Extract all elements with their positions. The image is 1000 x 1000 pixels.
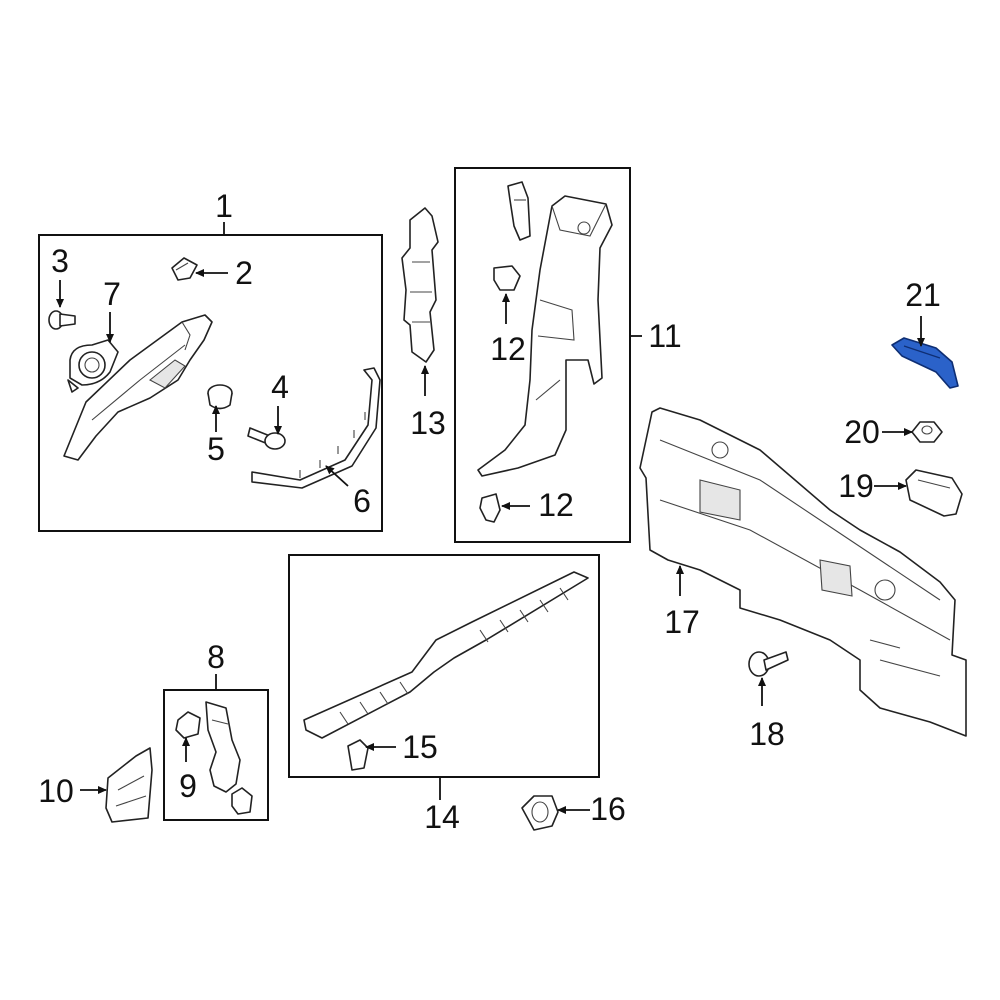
callout-19[interactable]: 19 (838, 468, 874, 504)
callout-3[interactable]: 3 (51, 243, 69, 279)
part-18-pushpin[interactable] (748, 651, 789, 677)
part-17-back-panel[interactable] (639, 407, 967, 737)
part-2-clip[interactable] (171, 257, 198, 281)
callout-6[interactable]: 6 (353, 483, 371, 519)
arrow-6 (325, 465, 349, 487)
callout-8[interactable]: 8 (207, 639, 225, 675)
callout-17[interactable]: 17 (664, 604, 700, 640)
part-4-bolt[interactable] (247, 427, 286, 450)
part-8-clip[interactable] (231, 787, 253, 815)
part-12-clip-lower[interactable] (479, 493, 501, 523)
part-11-quarter-trim[interactable] (477, 195, 613, 477)
part-12-upper-bracket[interactable] (507, 181, 531, 241)
callout-11[interactable]: 11 (648, 318, 681, 354)
part-5-grommet[interactable] (207, 384, 233, 410)
part-14-scuff-plate[interactable] (303, 571, 589, 739)
callout-20[interactable]: 20 (844, 414, 880, 450)
callout-13[interactable]: 13 (410, 405, 446, 441)
callout-2[interactable]: 2 (235, 255, 253, 291)
callout-5[interactable]: 5 (207, 431, 225, 467)
part-12-clip-upper[interactable] (493, 265, 521, 291)
part-13-trim-bracket[interactable] (401, 207, 439, 363)
part-19-handle[interactable] (905, 469, 963, 517)
callout-4[interactable]: 4 (271, 369, 289, 405)
part-1-pillar-trim[interactable] (63, 314, 213, 461)
part-7-bracket[interactable] (67, 339, 119, 393)
part-6-weatherstrip[interactable] (251, 367, 381, 489)
callout-18[interactable]: 18 (749, 716, 785, 752)
part-20-nut[interactable] (911, 421, 943, 443)
callout-10[interactable]: 10 (38, 773, 74, 809)
part-21-highlighted-bracket[interactable] (891, 337, 959, 389)
callout-21[interactable]: 21 (905, 277, 941, 313)
callout-12-lower[interactable]: 12 (538, 487, 574, 523)
group-box-14 (288, 554, 600, 778)
part-15-clip[interactable] (347, 739, 369, 771)
part-8-trim-panel[interactable] (205, 701, 241, 793)
part-9-clip[interactable] (175, 711, 201, 739)
callout-9[interactable]: 9 (179, 768, 197, 804)
callout-1[interactable]: 1 (215, 188, 233, 224)
callout-15[interactable]: 15 (402, 729, 438, 765)
callout-16[interactable]: 16 (590, 791, 626, 827)
part-16-clip[interactable] (521, 795, 559, 831)
callout-14[interactable]: 14 (424, 799, 460, 835)
callout-12-upper[interactable]: 12 (490, 331, 526, 367)
group-box-1 (38, 234, 383, 532)
part-3-pushpin[interactable] (48, 310, 76, 330)
callout-7[interactable]: 7 (103, 276, 121, 312)
part-10-panel[interactable] (105, 747, 153, 823)
group-box-11 (454, 167, 631, 543)
